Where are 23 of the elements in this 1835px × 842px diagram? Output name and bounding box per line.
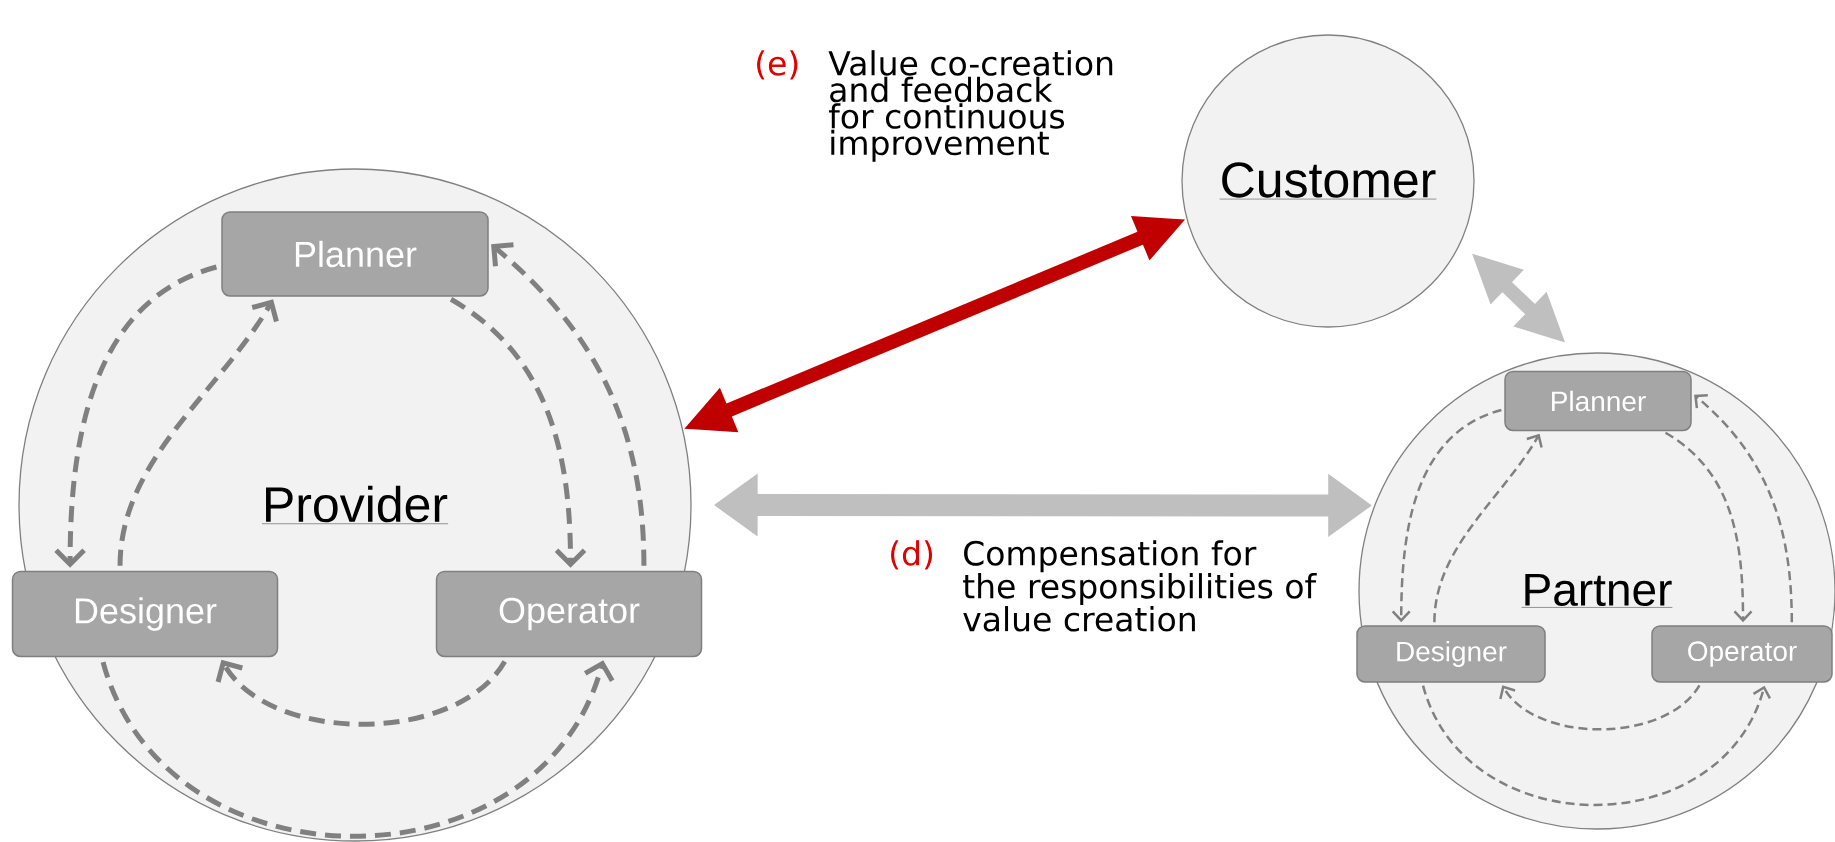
circle-node: Customer <box>1181 34 1475 328</box>
cycle-arrow <box>215 659 507 727</box>
cycle-arrow <box>1421 685 1772 807</box>
role-box: Designer <box>11 570 279 658</box>
callout-letter: (e) <box>757 50 798 80</box>
cycle-arrow <box>117 299 279 566</box>
role-box: Planner <box>1504 370 1692 432</box>
cycle-arrow <box>449 297 587 568</box>
role-box: Planner <box>221 211 489 297</box>
role-box: Operator <box>435 570 703 658</box>
callout-letter: (d) <box>891 540 933 570</box>
edge-label: Compensation for the responsibilities of value creation <box>963 540 1317 632</box>
cycle-arrow <box>100 660 615 839</box>
role-box: Designer <box>1356 625 1546 683</box>
role-box: Operator <box>1651 625 1833 683</box>
cycle-arrow <box>1391 408 1502 623</box>
cycle-arrow <box>54 264 218 568</box>
edge-label: Value co-creation and feedback for continuous improvement <box>828 50 1113 162</box>
cycle-arrow <box>1664 431 1753 623</box>
cycle-arrow <box>1499 684 1701 731</box>
cycle-arrow <box>1694 393 1794 623</box>
cycle-arrow <box>1433 433 1543 623</box>
cycle-arrow <box>491 242 647 566</box>
